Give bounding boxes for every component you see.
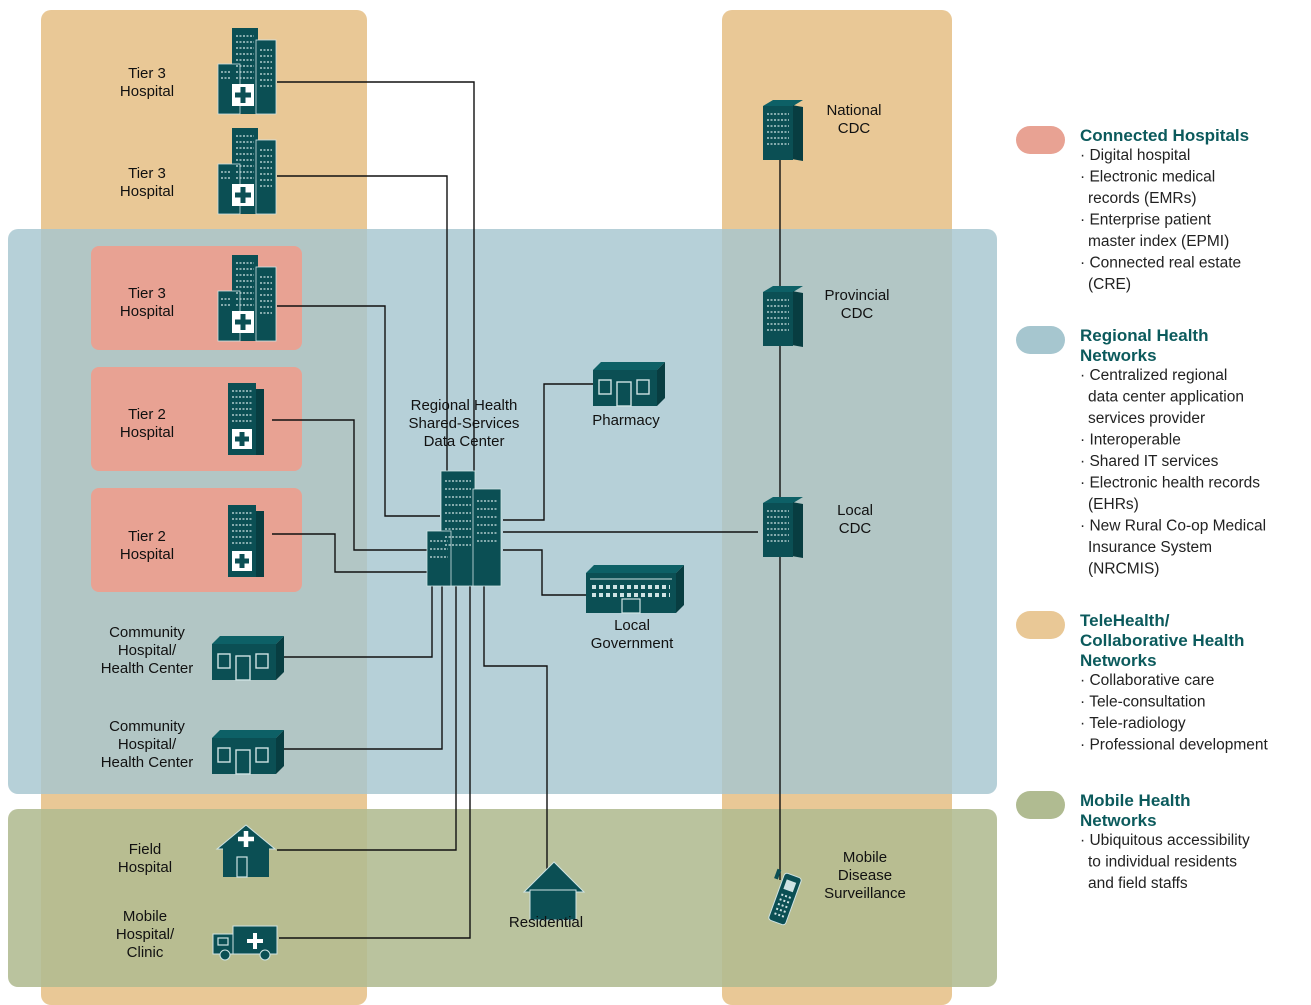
legend-title: Connected Hospitals (1080, 126, 1249, 145)
link-community-a (284, 586, 433, 658)
legend-entry: Connected Hospitals · Digital hospital· E… (1016, 126, 1249, 293)
link-community-b (284, 586, 443, 750)
clinic-icon (211, 729, 285, 775)
legend-swatch (1016, 611, 1065, 639)
legend-swatch (1016, 791, 1065, 819)
link-field (277, 586, 457, 851)
clinic-icon (211, 635, 285, 681)
cdc-building-icon (762, 496, 804, 559)
link-pharmacy (503, 383, 593, 521)
connected-hospital-box (91, 488, 302, 592)
legend-swatch (1016, 326, 1065, 354)
pharmacy-icon (592, 361, 666, 407)
link-local-gov (503, 549, 586, 596)
hospital-tower-icon (228, 505, 264, 577)
node-label-pharmacy: Pharmacy (592, 412, 660, 429)
government-icon (584, 563, 686, 615)
link-mobile-clinic (279, 586, 471, 939)
legend-items: · Collaborative care· Tele-consultation·… (1080, 672, 1269, 754)
link-tier3-a (277, 81, 475, 484)
link-residential (483, 586, 548, 870)
node-label-residential: Residential (509, 914, 583, 931)
link-tier2-a (272, 419, 430, 551)
connected-hospital-box (91, 367, 302, 471)
link-tier3-b (277, 175, 448, 492)
hospital-tower-icon (228, 383, 264, 455)
legend-swatch (1016, 126, 1065, 154)
cdc-building-icon (762, 285, 804, 348)
link-tier2-b (272, 533, 430, 573)
cdc-building-icon (762, 99, 804, 162)
link-tier3-c (277, 305, 440, 517)
field-hospital-icon (215, 824, 277, 878)
